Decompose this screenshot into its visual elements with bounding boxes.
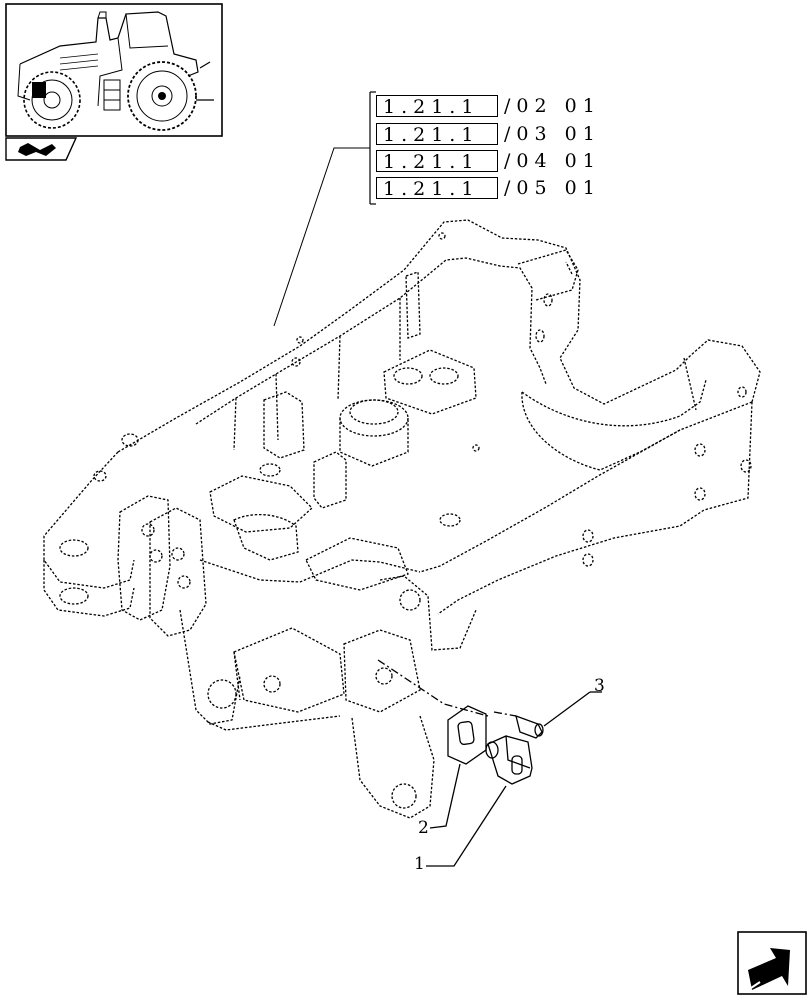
reference-suffix: /02 01 (504, 95, 601, 117)
exploded-parts (377, 659, 602, 867)
reference-code: 1.21.1 (376, 123, 498, 146)
reference-code: 1.21.1 (376, 150, 498, 173)
callout-part-2: 2 (418, 818, 429, 838)
reference-bracket (273, 91, 376, 327)
section-badge-icon[interactable] (5, 137, 78, 161)
tractor-thumbnail-icon[interactable] (5, 3, 223, 137)
front-axle-support-frame (43, 219, 761, 819)
reference-code: 1.21.1 (376, 95, 498, 118)
callout-part-1: 1 (414, 854, 425, 874)
callout-part-3: 3 (594, 676, 605, 696)
reference-row[interactable]: 1.21.1 /04 01 (376, 149, 601, 173)
reference-suffix: /04 01 (504, 150, 601, 172)
next-page-arrow-icon[interactable] (737, 931, 807, 995)
reference-row[interactable]: 1.21.1 /02 01 (376, 94, 601, 118)
reference-suffix: /03 01 (504, 123, 601, 145)
reference-suffix: /05 01 (504, 177, 601, 199)
reference-code: 1.21.1 (376, 177, 498, 200)
reference-row[interactable]: 1.21.1 /05 01 (376, 176, 601, 200)
reference-row[interactable]: 1.21.1 /03 01 (376, 122, 601, 146)
